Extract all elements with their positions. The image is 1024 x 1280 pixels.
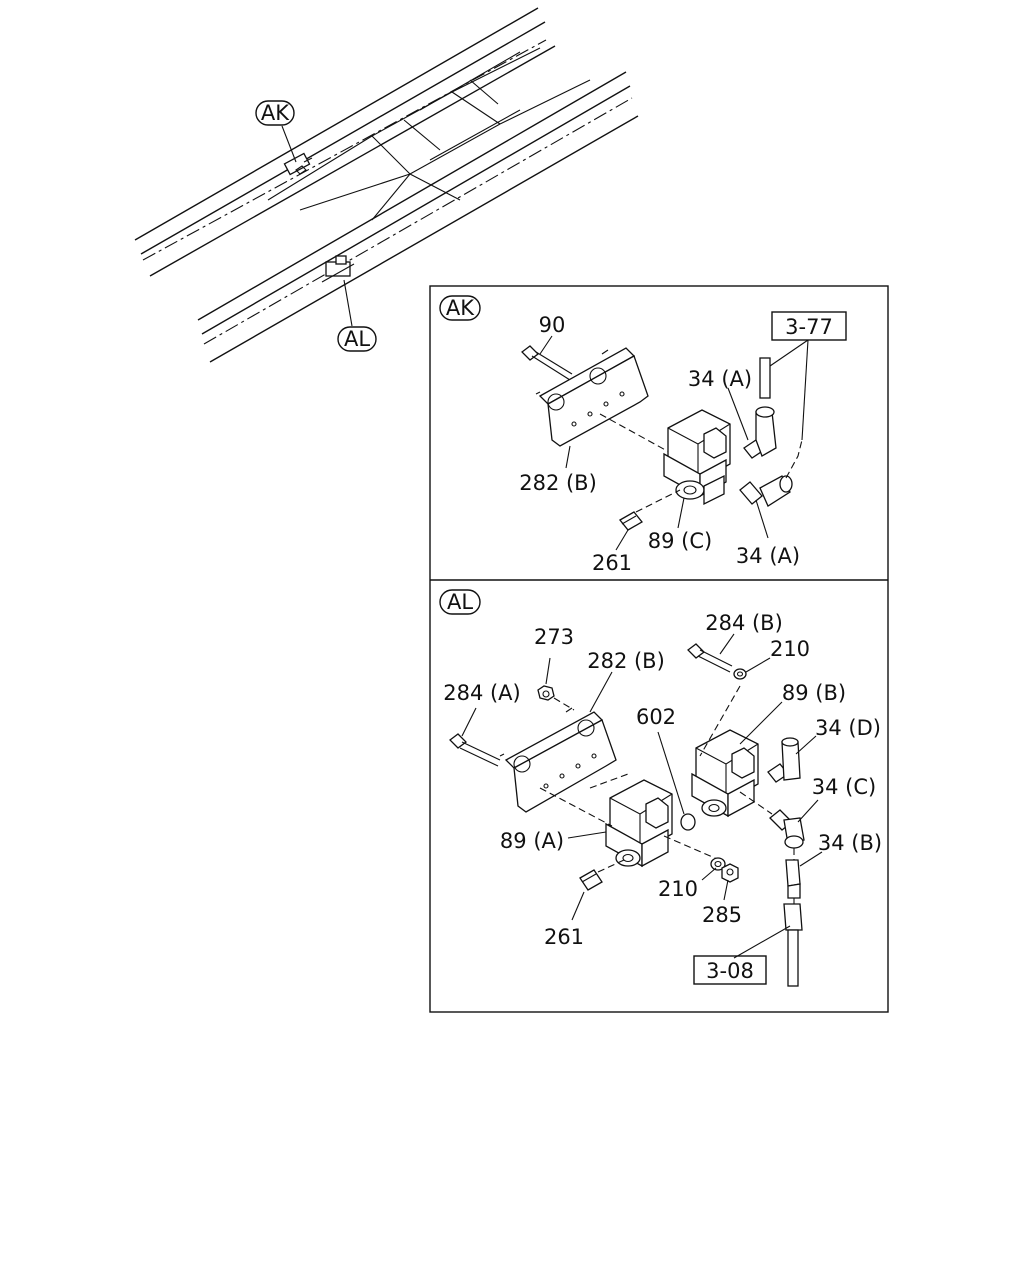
label-34d: 34 (D) — [815, 716, 881, 740]
label-34a-lower: 34 (A) — [736, 544, 800, 568]
label-89b: 89 (B) — [782, 681, 846, 705]
washer-210-bottom — [710, 857, 726, 871]
elbow-34c — [769, 809, 805, 849]
pipe-3-08 — [783, 903, 803, 987]
bracket-282b-al — [499, 707, 617, 813]
label-210-top: 210 — [770, 637, 810, 661]
svg-text:AL: AL — [447, 590, 473, 614]
elbow-34a-lower — [739, 475, 793, 507]
bolt-284a — [449, 733, 501, 767]
svg-text:AK: AK — [261, 101, 290, 125]
callout-al-top: AL — [337, 326, 377, 352]
label-282b-ak: 282 (B) — [519, 471, 597, 495]
label-89a: 89 (A) — [500, 829, 564, 853]
nut-285 — [721, 863, 739, 883]
valve-89c — [663, 409, 731, 506]
callout-ak-top: AK — [255, 100, 295, 126]
plug-261-al — [579, 869, 603, 891]
washer-210-top — [733, 668, 747, 680]
valve-89b — [691, 729, 759, 818]
callout-al-panel: AL — [439, 589, 481, 615]
chassis-frame — [134, 7, 639, 363]
svg-text:3-77: 3-77 — [785, 315, 833, 339]
bolt-90 — [521, 345, 573, 381]
label-34b: 34 (B) — [818, 831, 882, 855]
tee-34d — [767, 737, 801, 783]
label-284b: 284 (B) — [705, 611, 783, 635]
frame-valve-al — [321, 255, 355, 283]
connector-34b — [785, 859, 801, 899]
ref-box-3-77: 3-77 — [771, 311, 847, 341]
label-602: 602 — [636, 705, 676, 729]
label-90: 90 — [539, 313, 566, 337]
plug-261-ak — [619, 511, 643, 531]
oring-602 — [680, 813, 696, 831]
label-261-al: 261 — [544, 925, 584, 949]
callout-ak-panel: AK — [439, 295, 481, 321]
detail-panel-frame — [429, 285, 889, 1013]
svg-text:3-08: 3-08 — [706, 959, 754, 983]
bolt-284b — [687, 643, 733, 673]
svg-text:AK: AK — [446, 296, 475, 320]
frame-valve-ak — [283, 152, 313, 176]
label-34c: 34 (C) — [812, 775, 876, 799]
label-261-ak: 261 — [592, 551, 632, 575]
label-210-bottom: 210 — [658, 877, 698, 901]
label-284a: 284 (A) — [443, 681, 521, 705]
bracket-282b-ak — [535, 347, 649, 447]
elbow-34a-upper — [743, 406, 777, 459]
ref-box-3-08: 3-08 — [693, 955, 767, 985]
pipe — [759, 357, 771, 399]
label-282b-al: 282 (B) — [587, 649, 665, 673]
label-273: 273 — [534, 625, 574, 649]
label-285: 285 — [702, 903, 742, 927]
svg-text:AL: AL — [344, 327, 370, 351]
label-34a-upper: 34 (A) — [688, 367, 752, 391]
valve-89a — [605, 779, 673, 868]
label-89c: 89 (C) — [648, 529, 712, 553]
nut-273 — [537, 685, 555, 701]
